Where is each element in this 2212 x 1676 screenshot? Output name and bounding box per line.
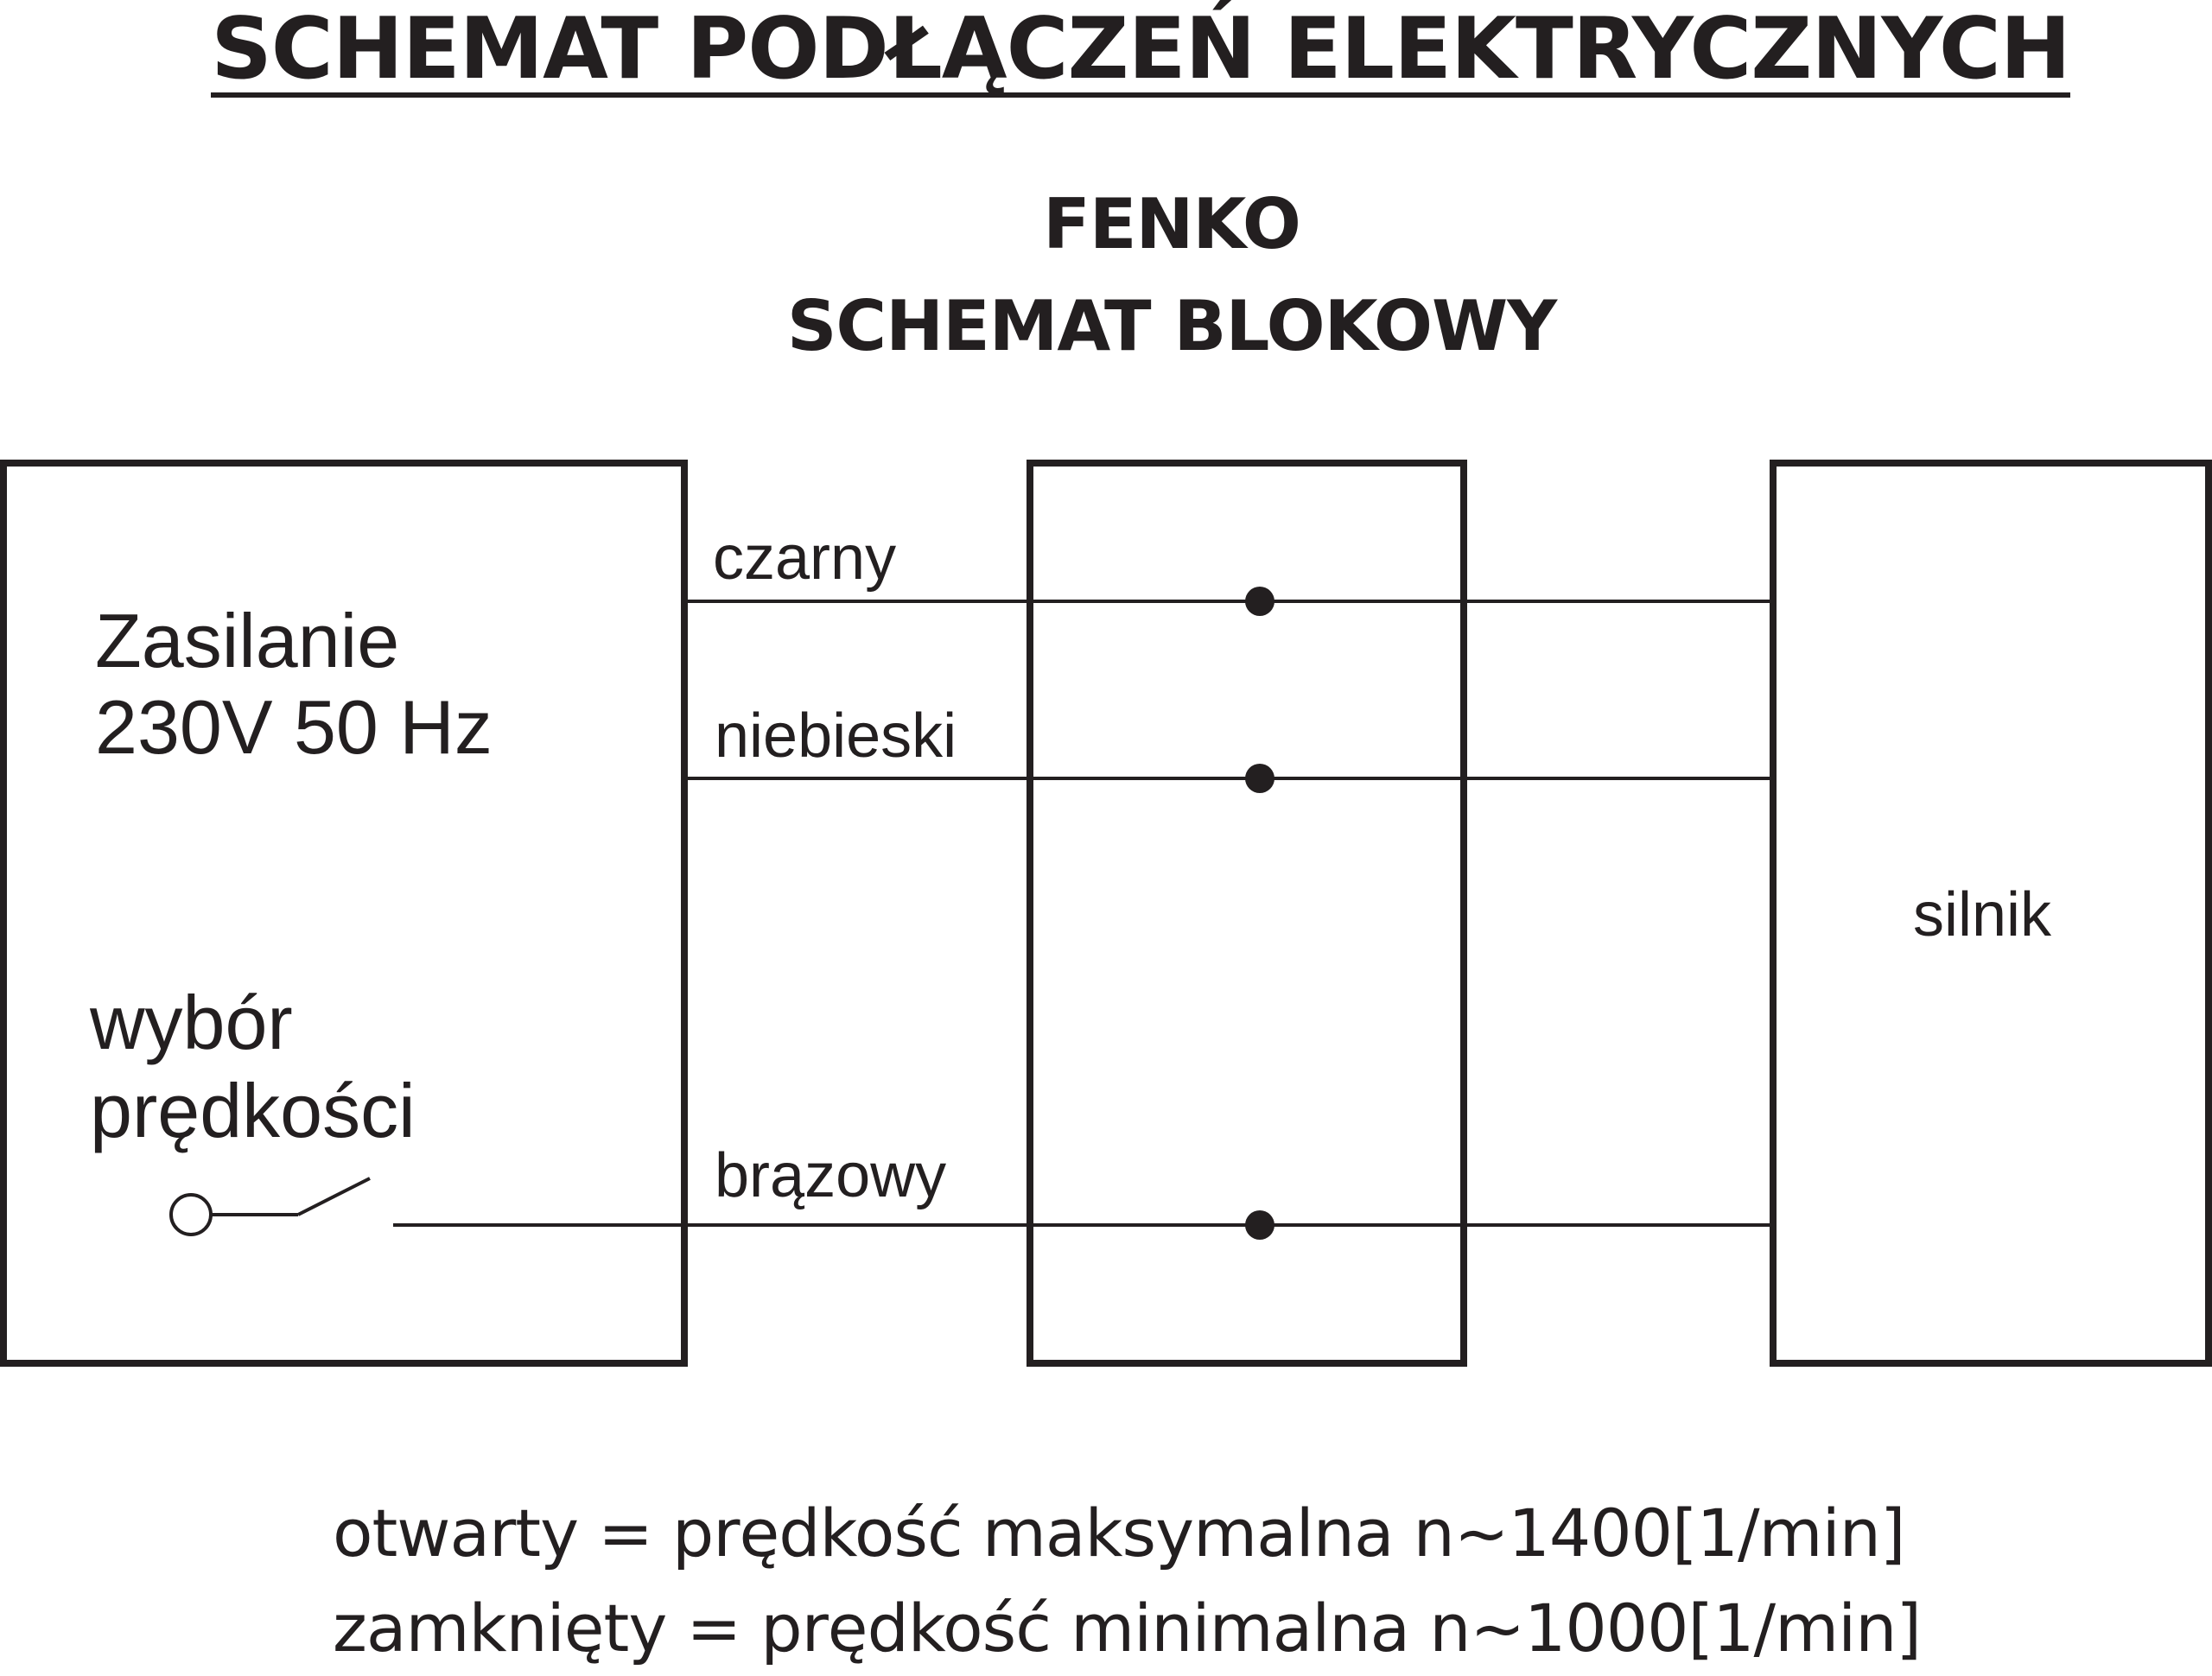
- motor-block: [1770, 460, 2212, 1367]
- wire-label-black: czarny: [713, 524, 897, 593]
- voltage-label: 230V 50 Hz: [95, 684, 493, 770]
- speed-select-label-line2: prędkości: [90, 1068, 416, 1153]
- diagram-title: SCHEMAT PODŁĄCZEŃ ELEKTRYCZNYCH: [0, 2, 2212, 98]
- motor-label: silnik: [1913, 880, 2052, 949]
- note-closed-switch: zamknięty = prędkość minimalna n~1000[1/…: [333, 1590, 1922, 1666]
- speed-select-label: wybór: [90, 980, 293, 1065]
- switch-contact-arm: [297, 1177, 371, 1216]
- diagram-subtitle-brand: FENKO: [1043, 184, 1301, 264]
- wire-label-blue: niebieski: [715, 702, 957, 771]
- switch-terminal-circle: [169, 1193, 213, 1236]
- power-label: Zasilanie: [95, 598, 400, 683]
- diagram-subtitle-type: SCHEMAT BLOKOWY: [786, 286, 1557, 366]
- junction-dot-blue: [1245, 764, 1274, 793]
- junction-dot-brown: [1245, 1210, 1274, 1240]
- diagram-title-text: SCHEMAT PODŁĄCZEŃ ELEKTRYCZNYCH: [211, 0, 2071, 98]
- power-supply-block: [0, 460, 688, 1367]
- speed-switch-symbol: [169, 1177, 371, 1236]
- terminal-block: [1027, 460, 1467, 1367]
- wire-label-brown: brązowy: [715, 1141, 947, 1210]
- junction-dot-black: [1245, 587, 1274, 616]
- note-open-switch: otwarty = prędkość maksymalna n~1400[1/m…: [333, 1495, 1906, 1571]
